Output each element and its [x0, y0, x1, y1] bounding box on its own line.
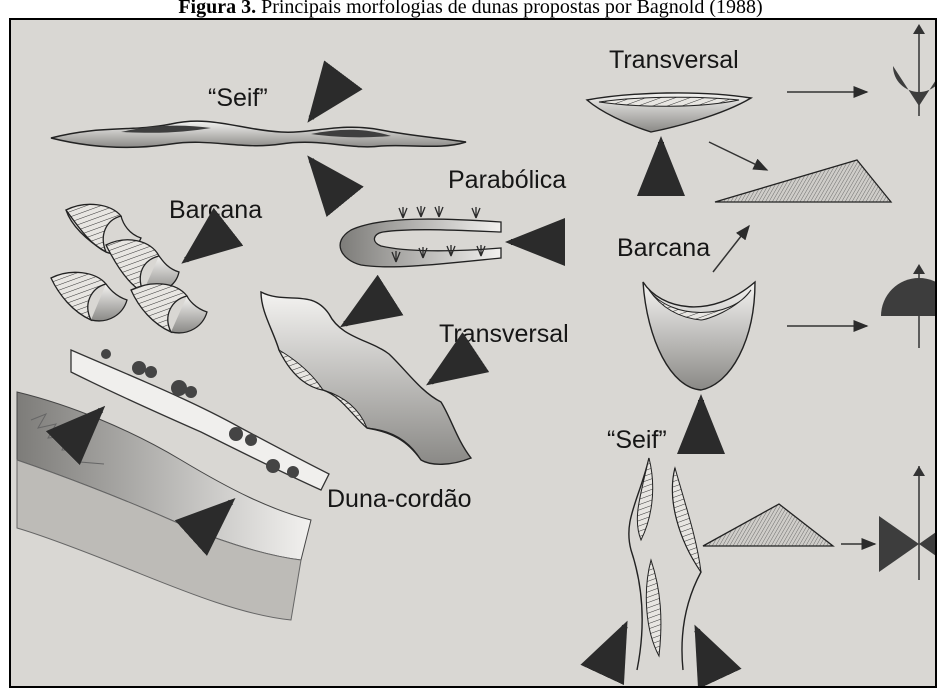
- label-parabolica: Parabólica: [448, 166, 566, 194]
- transversal-to-triangle-arrow: [709, 142, 767, 170]
- label-barcana-right: Barcana: [617, 234, 710, 262]
- label-duna-cordao: Duna-cordão: [327, 485, 472, 513]
- label-barcana-left: Barcana: [169, 196, 262, 224]
- transversal-dune-right: [587, 93, 751, 132]
- dune-morphology-figure: “Seif” Barcana: [9, 18, 937, 688]
- parabolica-dune: [340, 206, 501, 267]
- seif-dune-right: [629, 458, 701, 670]
- barcana-wind-arrow: [186, 242, 209, 260]
- wind-rose-transversal: [893, 24, 937, 116]
- label-transversal-right: Transversal: [609, 46, 739, 74]
- dune-diagram: “Seif” Barcana: [11, 20, 937, 688]
- barcana-dune-right: [643, 282, 755, 390]
- seif-sand-wedge: [703, 504, 833, 546]
- duna-cordao: [17, 349, 329, 620]
- seif-dune-left: [51, 121, 466, 147]
- label-transversal-left: Transversal: [439, 320, 569, 348]
- caption-text: Principais morfologias de dunas proposta…: [261, 0, 763, 18]
- transversal-sand-wedge: [715, 160, 891, 202]
- caption-prefix: Figura 3.: [178, 0, 256, 18]
- wind-rose-barcana: [881, 264, 937, 348]
- label-seif-right: “Seif”: [607, 426, 667, 454]
- wind-rose-seif: [879, 466, 937, 580]
- label-seif-left: “Seif”: [208, 84, 268, 112]
- barcana-to-triangle-arrow: [713, 226, 749, 272]
